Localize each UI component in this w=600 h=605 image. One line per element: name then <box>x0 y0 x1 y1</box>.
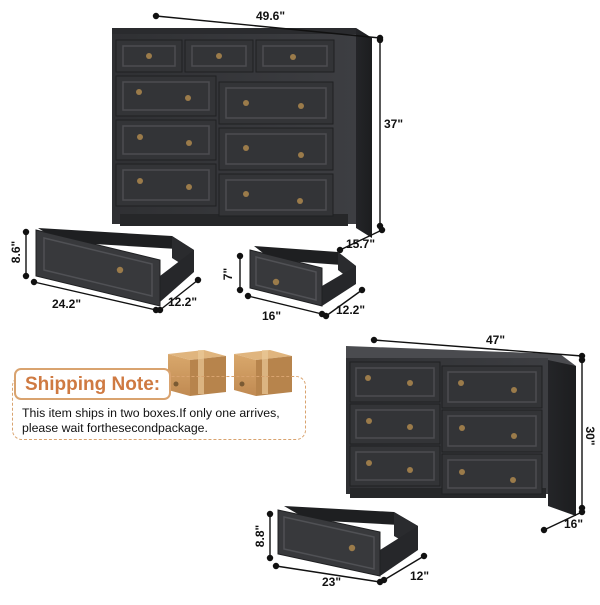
wide-dresser-height-label: 30" <box>583 426 597 446</box>
wide-dresser-drawer <box>349 445 441 487</box>
tall-dresser-plinth <box>120 214 348 226</box>
tall-dresser <box>112 28 372 238</box>
wide-dresser-drawer <box>349 403 441 445</box>
cardboard-box-icon <box>234 350 292 396</box>
small-drawer-depth-label: 12.2" <box>336 303 366 317</box>
tall-dresser-width-label: 49.6" <box>256 9 286 23</box>
tall-dresser-drawer <box>255 39 335 73</box>
drawer-knob <box>116 266 124 274</box>
tall-dresser-drawer <box>115 119 217 161</box>
wide-dresser-drawer <box>441 409 543 453</box>
large-drawer-dimension-lines <box>22 228 202 314</box>
tall-dresser-drawer <box>218 173 334 217</box>
large-drawer-width-label: 24.2" <box>52 297 82 311</box>
wide-drawer-height-label: 8.8" <box>253 524 267 548</box>
small-drawer-width-label: 16" <box>262 309 282 323</box>
tall-dresser-top-edge <box>112 28 356 34</box>
wide-dresser-side <box>548 360 576 516</box>
wide-dresser-drawer <box>441 453 543 495</box>
tall-dresser-drawer <box>218 127 334 171</box>
large-drawer-depth-label: 12.2" <box>168 295 198 309</box>
wide-drawer-width-label: 23" <box>322 575 342 589</box>
tall-dresser-side <box>356 28 372 238</box>
tall-dresser-drawer <box>218 81 334 125</box>
tall-dresser-dimension-lines <box>152 12 386 254</box>
small-drawer-height-label: 7" <box>221 267 235 281</box>
wide-dresser-drawer <box>349 361 441 403</box>
tall-dresser-height-label: 37" <box>384 117 404 131</box>
wide-drawer <box>277 506 418 577</box>
wide-drawer-dimension-lines <box>266 510 428 586</box>
shipping-note: Shipping Note: This item ships in two bo… <box>12 368 308 440</box>
tall-dresser-drawer <box>115 163 217 207</box>
wide-drawer-depth-label: 12" <box>410 569 430 583</box>
tall-dresser-drawer <box>115 39 183 73</box>
tall-dresser-drawer <box>115 75 217 117</box>
wide-dresser-drawer <box>441 365 543 409</box>
drawer-knob <box>348 544 356 552</box>
wide-dresser-width-label: 47" <box>486 333 506 347</box>
drawer-knob <box>272 278 280 286</box>
shipping-note-title: Shipping Note: <box>14 368 172 400</box>
drawer-knob <box>290 54 296 60</box>
small-drawer-dimension-lines <box>236 252 366 320</box>
large-drawer-height-label: 8.6" <box>9 240 23 264</box>
wide-dresser <box>346 346 576 516</box>
large-drawer <box>35 228 194 307</box>
tall-dresser-drawer <box>184 39 254 73</box>
shipping-note-body: This item ships in two boxes.If only one… <box>22 406 280 435</box>
tall-dresser-depth-label: 15.7" <box>346 237 376 251</box>
drawer-knob <box>216 53 222 59</box>
wide-dresser-depth-label: 16" <box>564 517 584 531</box>
drawer-knob <box>146 53 152 59</box>
wide-dresser-dimension-lines <box>370 336 586 534</box>
small-drawer <box>249 246 356 307</box>
